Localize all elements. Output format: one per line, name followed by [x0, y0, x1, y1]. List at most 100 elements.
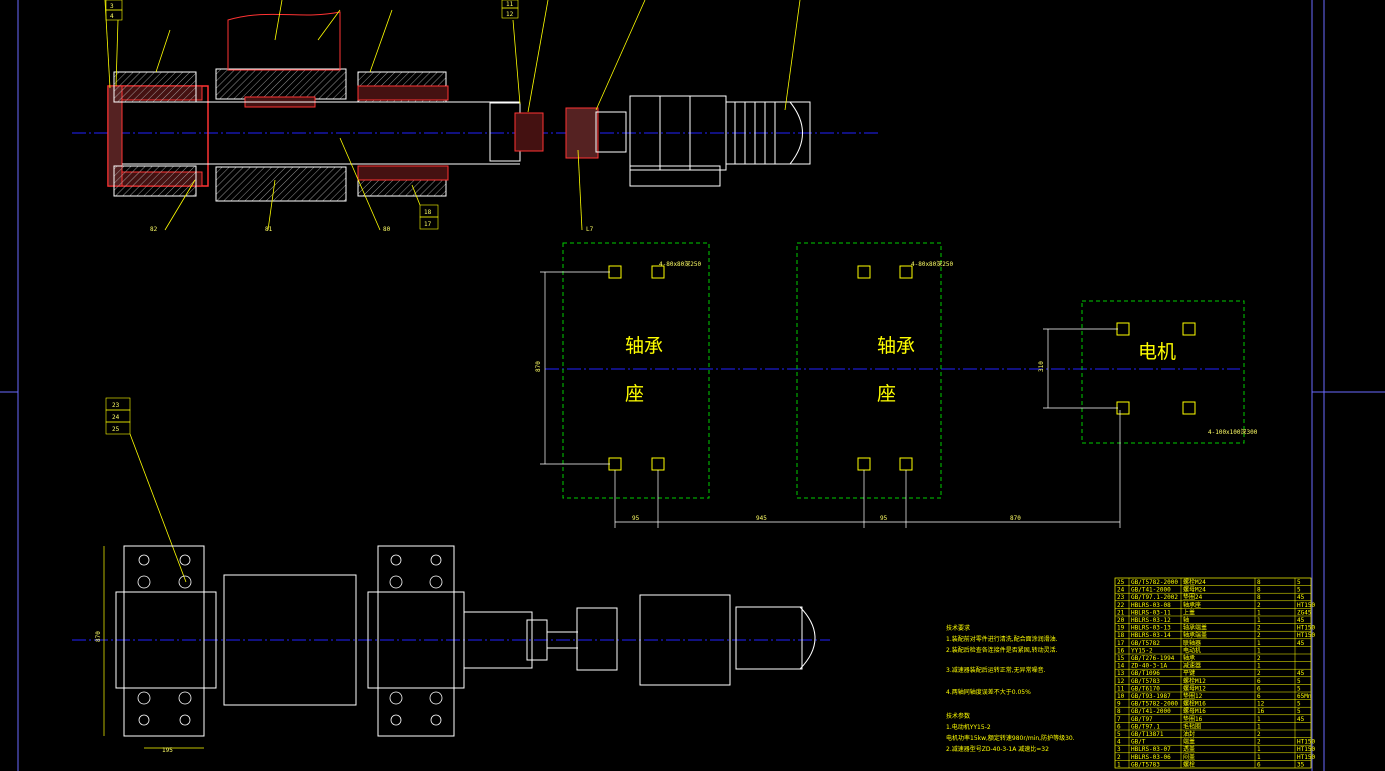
table-cell: 8: [1257, 594, 1261, 601]
callout-82: 82: [150, 226, 158, 233]
table-cell: 螺栓: [1183, 760, 1195, 768]
table-cell: 25: [1117, 579, 1125, 586]
table-cell: 13: [1117, 670, 1125, 677]
table-cell: 螺母M24: [1183, 586, 1206, 594]
table-cell: 45: [1297, 670, 1305, 677]
table-cell: GB/T5782: [1131, 640, 1160, 647]
table-cell: HT150: [1297, 739, 1315, 746]
table-cell: 2: [1117, 754, 1121, 761]
dim-d3: 95: [880, 515, 888, 522]
table-cell: 8: [1117, 708, 1121, 715]
table-cell: 1: [1257, 746, 1261, 753]
table-cell: GB/T5782-2000: [1131, 701, 1178, 708]
table-cell: 18: [1117, 632, 1125, 639]
notes-title-2: 技术参数: [946, 712, 970, 720]
table-cell: HBLRS-03-14: [1131, 632, 1171, 639]
table-cell: 螺栓M24: [1183, 578, 1206, 586]
callout-12: 12: [506, 11, 514, 18]
note-line: 1.电动机YY15-2: [946, 723, 991, 731]
callout-80: 80: [383, 226, 391, 233]
top-callouts: [104, 0, 801, 231]
table-cell: GB/T97.1: [1131, 723, 1160, 730]
table-cell: 5: [1297, 678, 1301, 685]
table-cell: HT150: [1297, 632, 1315, 639]
table-cell: 14: [1117, 663, 1125, 670]
table-cell: 6: [1257, 761, 1261, 768]
dim-height: 870: [535, 361, 542, 372]
table-cell: 轴: [1183, 616, 1189, 624]
table-cell: GB/T13871: [1131, 731, 1164, 738]
table-cell: 5: [1297, 685, 1301, 692]
table-cell: 12: [1257, 701, 1265, 708]
table-cell: 螺母M12: [1183, 684, 1206, 692]
motor-label: 电机: [1138, 341, 1176, 363]
bearing-seat-1-label: 轴承: [625, 335, 663, 357]
table-cell: HT150: [1297, 754, 1315, 761]
table-cell: HBLRS-03-08: [1131, 602, 1171, 609]
callout-23: 23: [112, 402, 120, 409]
dim-d1: 95: [632, 515, 640, 522]
table-cell: 16: [1117, 647, 1125, 654]
table-cell: 6: [1257, 685, 1261, 692]
table-cell: 毛毡圈: [1183, 722, 1201, 730]
table-cell: 6: [1257, 693, 1261, 700]
table-cell: GB/T276-1994: [1131, 655, 1175, 662]
table-cell: 2: [1257, 670, 1261, 677]
table-cell: 7: [1117, 716, 1121, 723]
callout-3: 3: [110, 3, 114, 10]
table-cell: GB/T1096: [1131, 670, 1160, 677]
table-cell: 6: [1117, 723, 1121, 730]
technical-notes: 技术要求 1.装配前对零件进行清洗,配合面涂润滑油. 2.装配后检查各连接件是否…: [946, 624, 1075, 753]
table-cell: 9: [1117, 701, 1121, 708]
table-cell: GB/T97: [1131, 716, 1153, 723]
table-cell: GB/T5783: [1131, 678, 1160, 685]
callout-11: 11: [506, 1, 514, 8]
table-cell: 1: [1257, 663, 1261, 670]
table-cell: 2: [1257, 602, 1261, 609]
table-cell: HBLRS-03-06: [1131, 754, 1171, 761]
table-cell: 螺栓M16: [1183, 700, 1206, 708]
table-cell: 油封: [1183, 730, 1195, 738]
bolt-note-2: 4-80x80深250: [911, 260, 954, 268]
note-line: 2.装配后检查各连接件是否紧固,转动灵活.: [946, 646, 1058, 654]
table-cell: 螺栓M12: [1183, 677, 1206, 685]
table-cell: 轴承端盖: [1183, 624, 1207, 632]
top-section-view: [107, 11, 811, 202]
callout-17: 17: [424, 221, 432, 228]
table-cell: 20: [1117, 617, 1125, 624]
table-cell: HBLRS-03-12: [1131, 617, 1171, 624]
table-cell: 闷盖: [1183, 753, 1195, 761]
table-cell: GB/T5783: [1131, 761, 1160, 768]
note-line: 4.两轴同轴度误差不大于0.05%: [946, 688, 1031, 696]
table-cell: 减速器: [1183, 662, 1201, 670]
table-cell: 轴承: [1183, 654, 1195, 662]
table-cell: ZG45: [1297, 609, 1312, 616]
table-cell: HBLRS-03-11: [1131, 609, 1171, 616]
dim-d4: 870: [1010, 515, 1021, 522]
table-cell: GB/T6170: [1131, 685, 1160, 692]
table-cell: 垫圈12: [1183, 692, 1203, 700]
table-cell: 8: [1257, 579, 1261, 586]
bearing-seat-2-label: 轴承: [877, 335, 915, 357]
callout-4: 4: [110, 13, 114, 20]
table-cell: 12: [1117, 678, 1125, 685]
table-cell: 19: [1117, 625, 1125, 632]
table-cell: 22: [1117, 602, 1125, 609]
note-line: 2.减速器型号ZD-40-3-1A 减速比=32: [946, 745, 1049, 753]
note-line: 1.装配前对零件进行清洗,配合面涂润滑油.: [946, 635, 1058, 643]
table-cell: 5: [1297, 708, 1301, 715]
table-cell: 5: [1297, 701, 1301, 708]
callout-81: 81: [265, 226, 273, 233]
bearing-seat-1-label-2: 座: [625, 383, 644, 405]
table-cell: 联轴器: [1183, 639, 1201, 647]
table-cell: 2: [1257, 739, 1261, 746]
table-cell: HBLRS-03-07: [1131, 746, 1171, 753]
top-callout-labels: 3 4 11 12 82 81 80 18 17 L7: [105, 0, 594, 233]
table-cell: GB/T41-2000: [1131, 587, 1171, 594]
table-cell: 45: [1297, 640, 1305, 647]
table-cell: GB/T97.1-2002: [1131, 594, 1178, 601]
table-cell: 15: [1117, 655, 1125, 662]
callout-24: 24: [112, 414, 120, 421]
dim-motor-height: 310: [1038, 361, 1045, 372]
